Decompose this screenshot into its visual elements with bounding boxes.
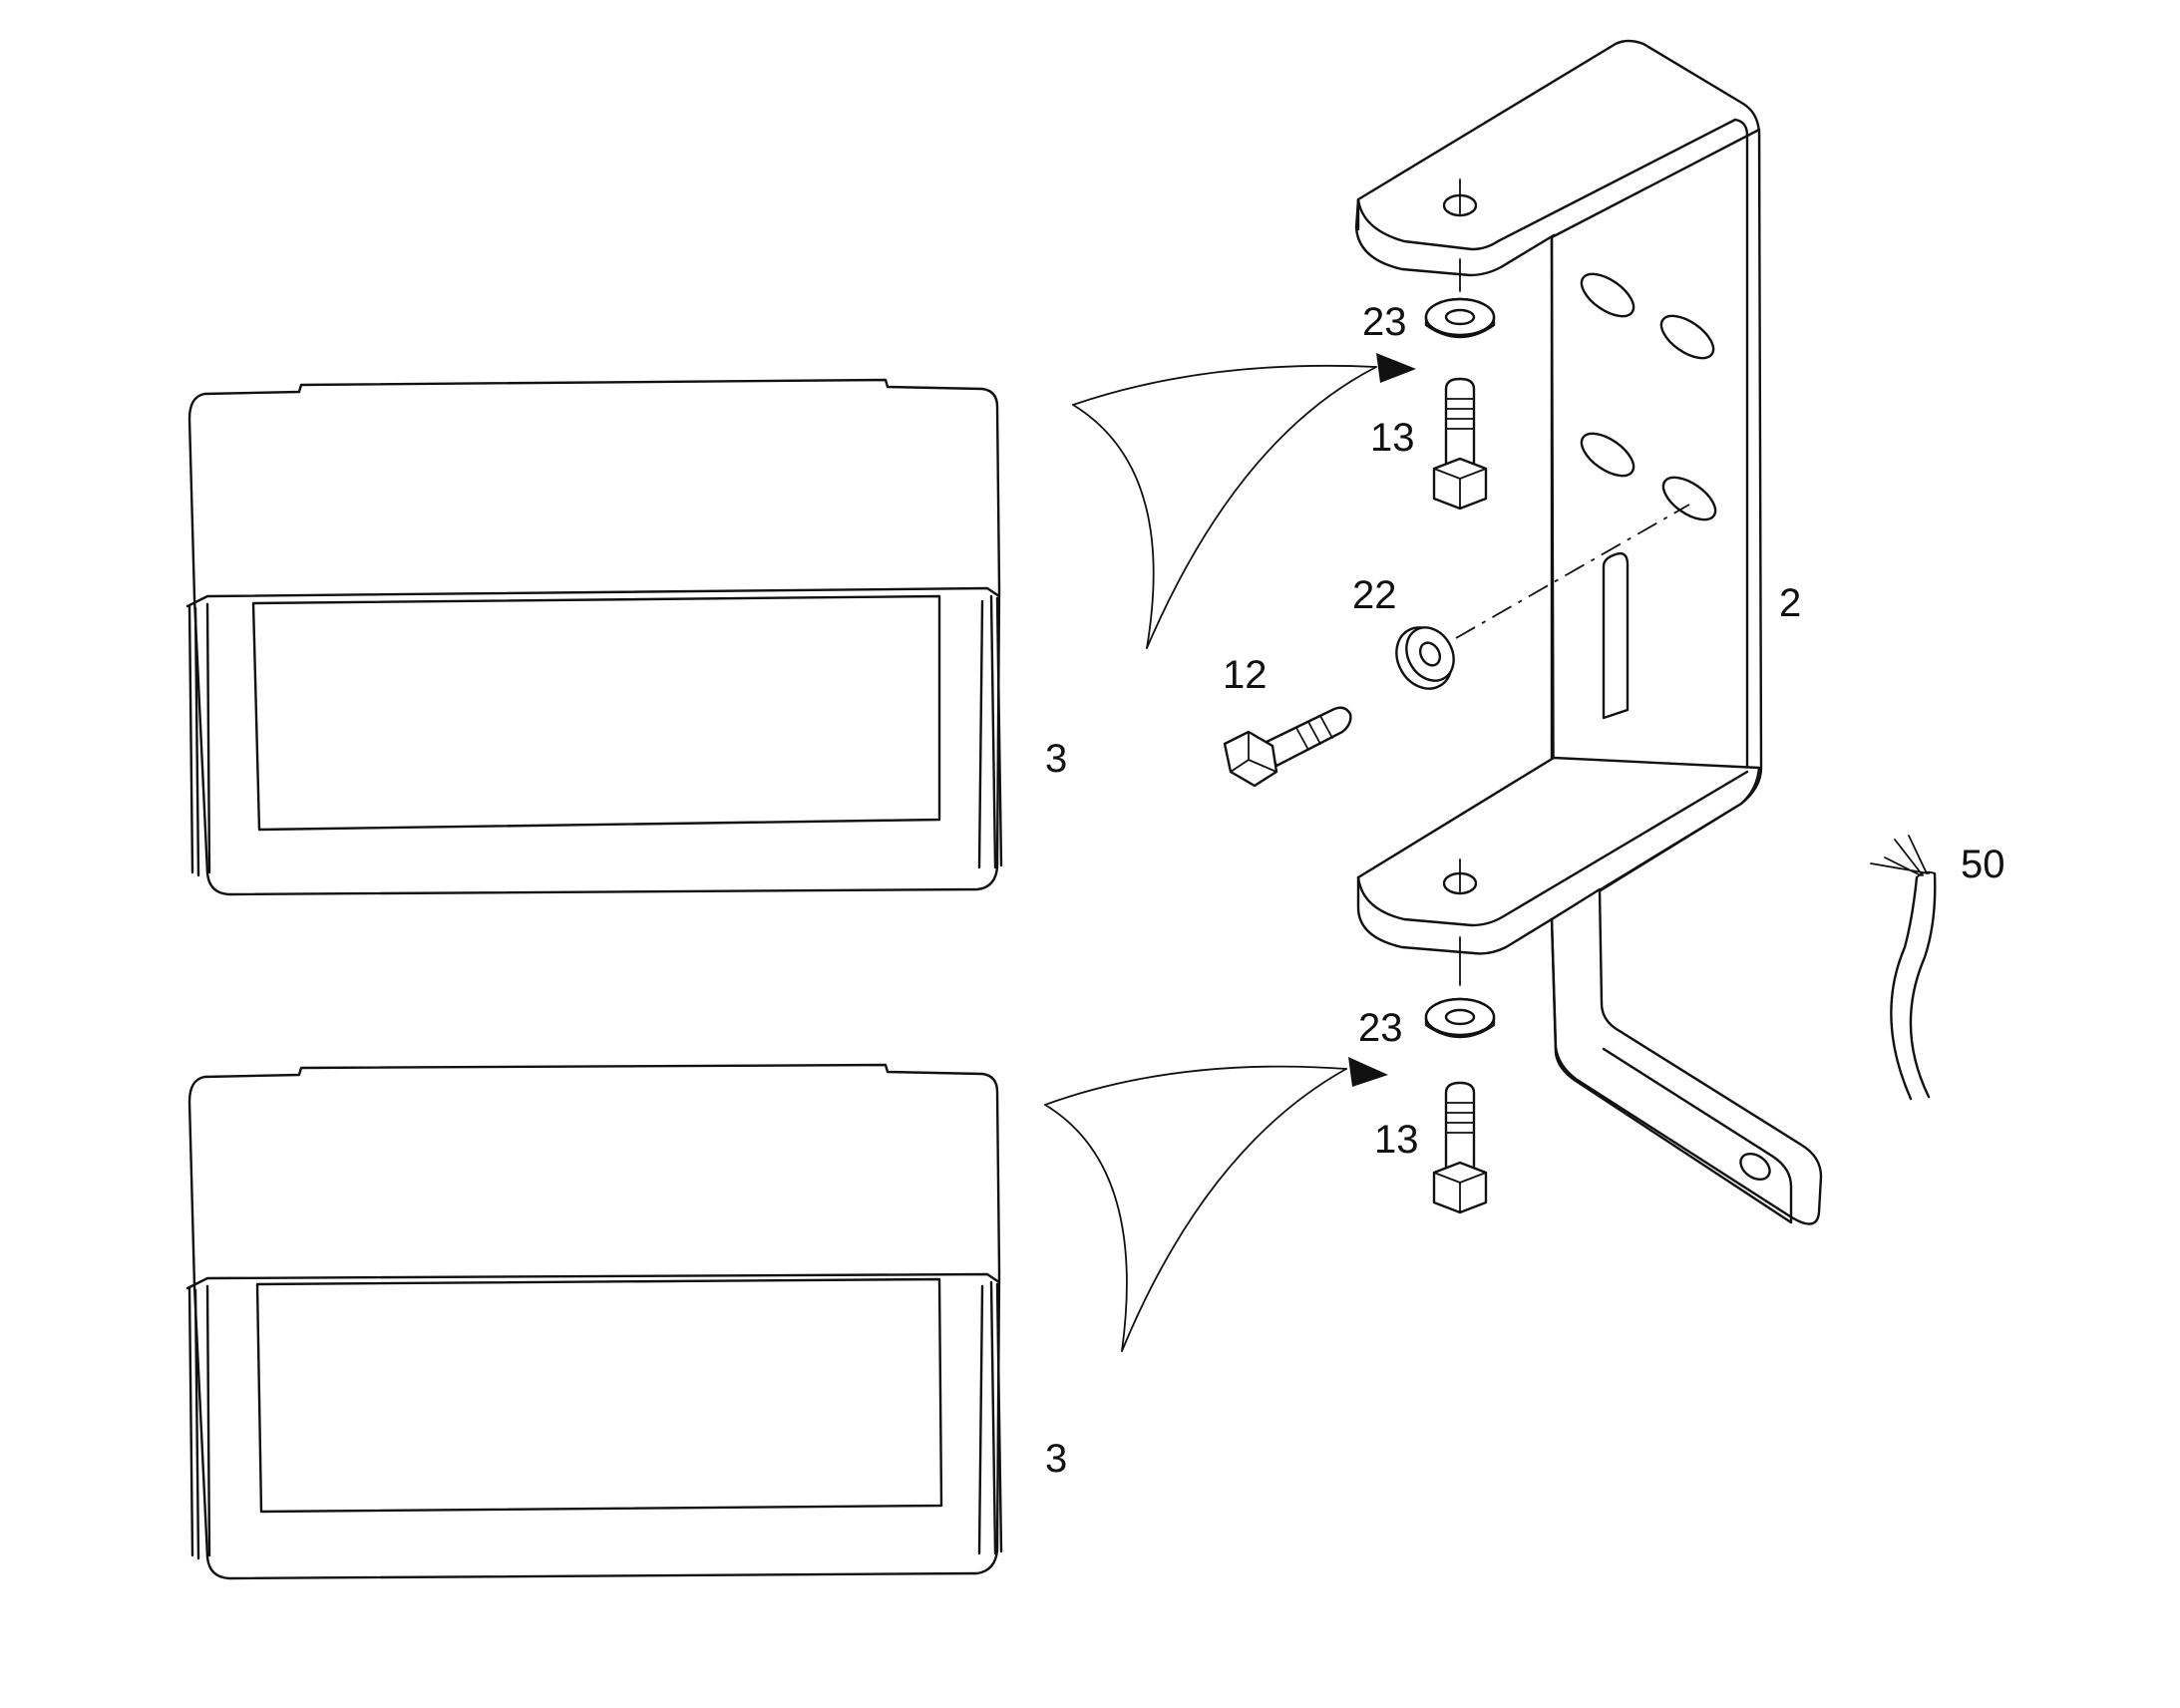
label-13-upper: 13 — [1370, 416, 1415, 460]
label-22: 22 — [1352, 573, 1397, 617]
label-23-lower: 23 — [1358, 1006, 1403, 1050]
lower-washer — [1424, 997, 1496, 1039]
label-50: 50 — [1961, 843, 2005, 886]
label-12: 12 — [1223, 653, 1268, 697]
label-3-lower: 3 — [1045, 1437, 1067, 1481]
label-13-lower: 13 — [1374, 1118, 1419, 1162]
bracket — [1354, 39, 1823, 1225]
side-washer — [1395, 504, 1690, 690]
part-labels: 2 3 3 12 13 13 22 23 23 50 — [1045, 300, 2005, 1481]
wire — [1870, 835, 1937, 1101]
label-23-upper: 23 — [1362, 300, 1407, 344]
lower-cover — [185, 1063, 1003, 1580]
side-bolt — [1223, 706, 1352, 788]
upper-leader-arrow — [1072, 353, 1416, 649]
lower-bolt — [1432, 1081, 1488, 1214]
label-3-upper: 3 — [1045, 737, 1067, 781]
lower-leader-arrow — [1044, 1057, 1388, 1352]
label-2: 2 — [1779, 581, 1801, 625]
upper-bolt — [1432, 377, 1488, 511]
upper-cover — [185, 378, 1003, 896]
upper-washer — [1424, 297, 1496, 339]
